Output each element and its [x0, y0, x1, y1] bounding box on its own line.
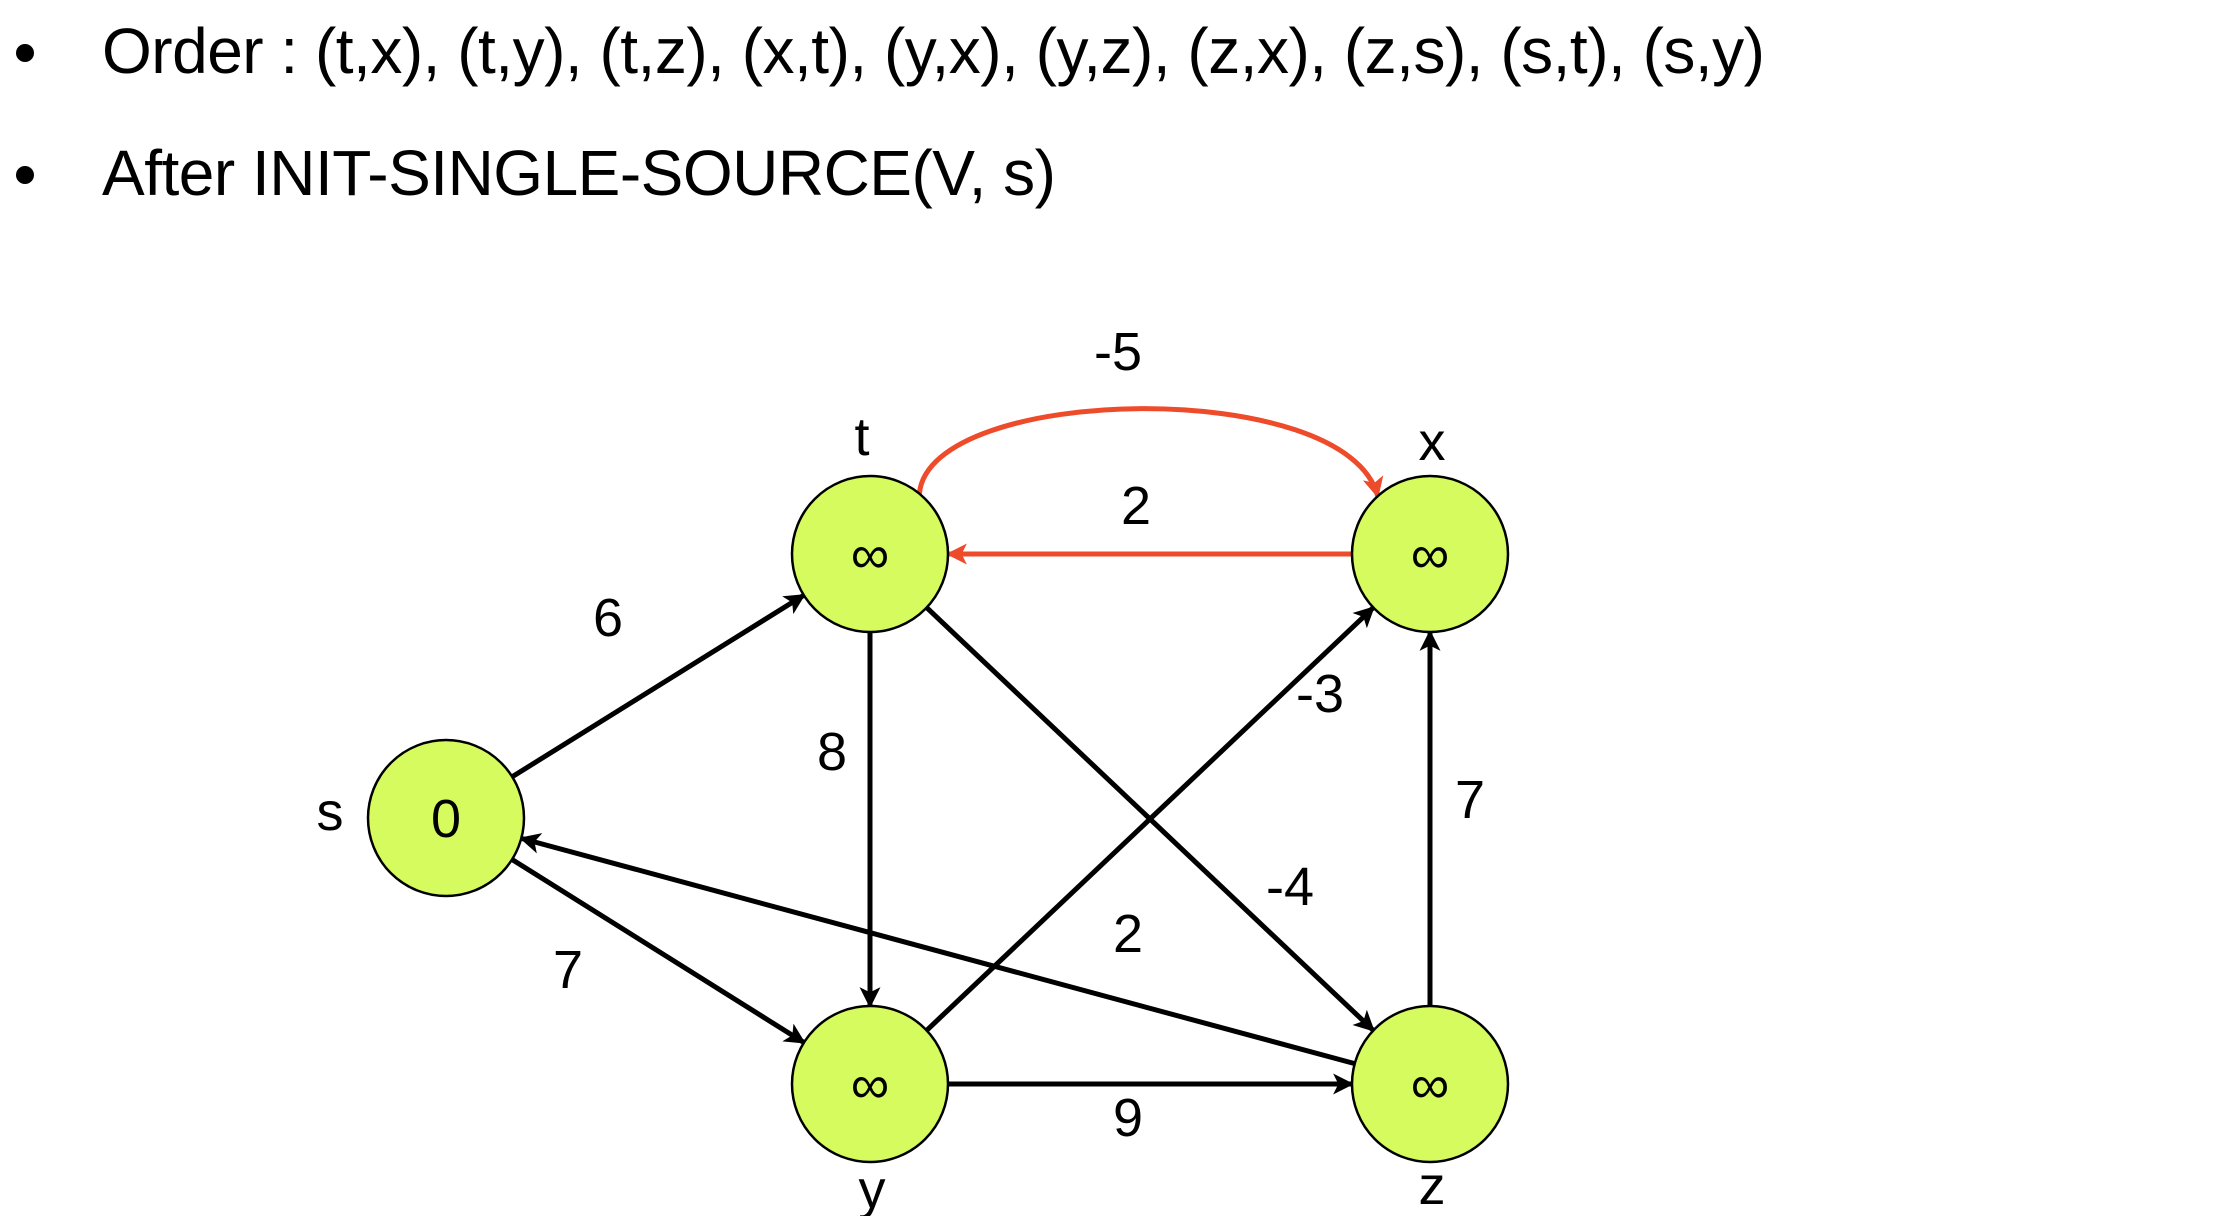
node-distance-s: 0 — [431, 789, 461, 849]
node-label-t: t — [854, 407, 869, 467]
node-distance-y: ∞ — [851, 1055, 890, 1115]
node-circle-x — [1350, 474, 1510, 634]
node-circle-s — [366, 738, 526, 898]
edge-weight-x-t: 2 — [1121, 476, 1151, 536]
node-distance-z: ∞ — [1411, 1055, 1450, 1115]
edge-weight-t-y: 8 — [817, 722, 847, 782]
node-circle-y — [790, 1004, 950, 1164]
bullet-dot — [16, 44, 34, 62]
edge-weight-z-s: 2 — [1113, 904, 1143, 964]
edge-weight-z-x: 7 — [1455, 770, 1485, 830]
node-x: ∞x — [1350, 412, 1510, 634]
node-t: ∞t — [790, 407, 950, 634]
bullet-dot — [16, 166, 34, 184]
node-label-x: x — [1419, 412, 1446, 472]
init-text: After INIT-SINGLE-SOURCE(V, s) — [102, 137, 1056, 209]
edge-z-s — [519, 833, 1356, 1067]
edge-y-x — [924, 605, 1376, 1033]
edge-weight-s-t: 6 — [593, 588, 623, 648]
edge-weight-y-z: 9 — [1113, 1088, 1143, 1148]
edge-labels-layer: 6 7 -5 2 8 -4 -3 9 7 2 — [553, 322, 1485, 1148]
node-z: ∞z — [1350, 1004, 1510, 1216]
edge-weight-t-x: -5 — [1094, 322, 1142, 382]
node-label-z: z — [1419, 1156, 1446, 1216]
node-distance-x: ∞ — [1411, 525, 1450, 585]
node-label-y: y — [859, 1160, 886, 1216]
node-circle-z — [1350, 1004, 1510, 1164]
node-distance-t: ∞ — [851, 525, 890, 585]
edges-layer — [510, 406, 1441, 1095]
node-circle-t — [790, 474, 950, 634]
order-text: Order : (t,x), (t,y), (t,z), (x,t), (y,x… — [102, 15, 1765, 87]
edge-s-y — [510, 857, 806, 1045]
edge-weight-s-y: 7 — [553, 940, 583, 1000]
node-y: ∞y — [790, 1004, 950, 1216]
edge-weight-t-z: -4 — [1266, 857, 1314, 917]
node-label-s: s — [317, 782, 344, 842]
edge-t-x — [916, 406, 1384, 499]
nodes-layer: 0s∞t∞x∞y∞z — [317, 407, 1510, 1216]
edge-weight-y-x: -3 — [1296, 664, 1344, 724]
node-s: 0s — [317, 738, 526, 898]
edge-s-t — [510, 593, 806, 779]
